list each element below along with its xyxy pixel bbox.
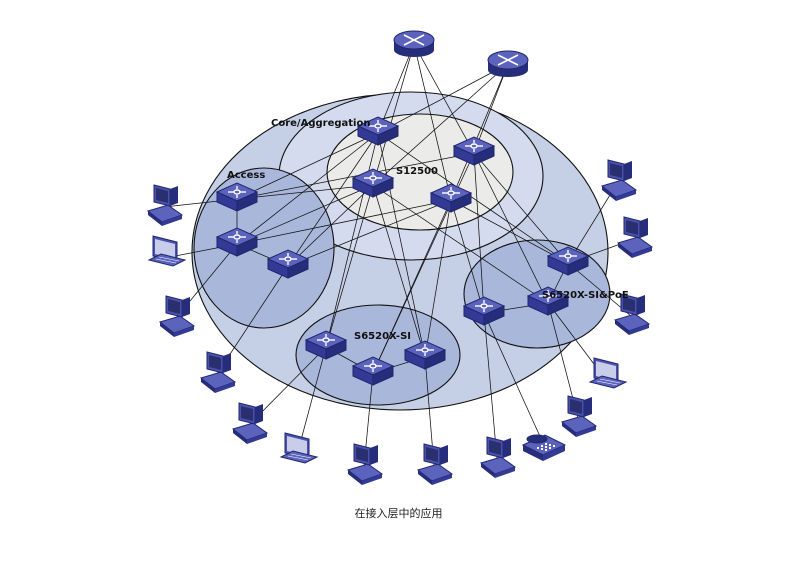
link-c3-a2 (236, 184, 374, 245)
link-c2-p1 (473, 152, 485, 314)
figure-caption: 在接入层中的应用 (354, 507, 443, 520)
router-icon-2 (487, 50, 529, 78)
laptop-icon-1 (148, 235, 186, 267)
link-r1-c4 (413, 43, 452, 201)
link-r2-c2 (473, 63, 509, 154)
pc-icon-2 (159, 295, 195, 338)
link-c2-p2 (473, 152, 549, 304)
link-c3-p2 (372, 184, 549, 304)
link-r2-c1 (377, 63, 509, 134)
link-c3-a1 (236, 184, 374, 200)
pc-icon-11 (601, 159, 637, 202)
link-r1-c2 (413, 43, 475, 154)
label-s12500: S12500 (396, 166, 438, 177)
label-s6520x-si: S6520X-SI (354, 331, 411, 342)
label-core-aggregation: Core/Aggregation (271, 118, 370, 129)
pc-icon-5 (347, 443, 383, 486)
link-r1-c1 (377, 43, 415, 134)
pc-icon-7 (480, 436, 516, 479)
label-access: Access (227, 170, 265, 181)
access-zone (193, 167, 335, 329)
link-c2-p3 (473, 152, 569, 264)
pc-icon-3 (200, 351, 236, 394)
pc-icon-8 (561, 395, 597, 438)
ip-phone-icon (522, 434, 566, 462)
pc-icon-10 (617, 216, 653, 259)
link-c4-s3 (424, 199, 452, 358)
link-c1-p3 (377, 132, 569, 264)
pc-icon-4 (232, 402, 268, 445)
link-p1-d10 (483, 312, 544, 444)
link-r2-c3 (372, 63, 509, 186)
router-icon-1 (393, 30, 435, 58)
pc-icon-6 (417, 443, 453, 486)
link-c1-a3 (287, 132, 379, 267)
link-r2-c4 (450, 63, 509, 201)
link-c4-p3 (450, 199, 569, 264)
link-c4-a2 (236, 199, 452, 245)
link-c4-a3 (287, 199, 452, 267)
link-c2-a1 (236, 152, 475, 200)
laptop-icon-2 (280, 432, 318, 464)
laptop-icon-3 (589, 357, 627, 389)
link-p1-d9 (483, 312, 498, 460)
link-c4-p1 (450, 199, 485, 314)
link-c3-s1 (325, 184, 374, 348)
link-c1-s3 (377, 132, 426, 358)
network-links (163, 43, 635, 467)
link-c1-a1 (236, 132, 379, 200)
link-c1-a2 (236, 132, 379, 245)
label-s6520x-si-poe: S6520X-SI&PoE (542, 290, 629, 301)
link-c3-a3 (287, 184, 374, 267)
link-c3-s3 (372, 184, 426, 358)
link-r1-c3 (372, 43, 415, 186)
link-c1-s1 (325, 132, 379, 348)
